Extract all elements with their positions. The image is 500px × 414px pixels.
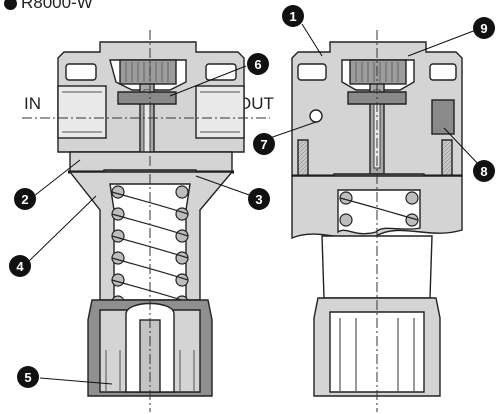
right-gauge-port-right [431, 99, 455, 135]
left-adjust-cap [119, 59, 177, 85]
left-section-view [57, 41, 245, 301]
center-lines [22, 30, 378, 412]
model-name: R8000-W [21, 0, 93, 12]
right-spring [339, 191, 419, 227]
callout-number: 9 [480, 21, 487, 36]
left-outlet-bore [195, 85, 245, 139]
inlet-label: IN [24, 94, 41, 113]
callout-number: 8 [480, 164, 487, 179]
left-diaphragm-chamber [69, 151, 233, 173]
callout-8: 8 [473, 160, 495, 182]
callout-3: 3 [248, 188, 270, 210]
left-valve-seat [117, 91, 177, 105]
callout-9: 9 [473, 17, 495, 39]
outlet-label: OUT [238, 94, 274, 113]
callout-number: 4 [16, 259, 24, 274]
right-adjust-cap [349, 59, 407, 85]
callout-number: 1 [289, 9, 296, 24]
callout-number: 2 [21, 192, 28, 207]
callout-5: 5 [17, 366, 39, 388]
callout-number: 3 [255, 192, 262, 207]
title-bullet-icon [4, 0, 17, 10]
callout-6: 6 [247, 53, 269, 75]
callout-number: 6 [254, 57, 261, 72]
callout-7: 7 [253, 133, 275, 155]
left-inlet-bore [57, 85, 107, 139]
callout-number: 5 [24, 370, 31, 385]
callout-2: 2 [14, 188, 36, 210]
callout-4: 4 [9, 255, 31, 277]
diagram-title: R8000-W [4, 0, 93, 13]
right-lower-body [313, 235, 441, 397]
leader-lines [27, 23, 481, 385]
callout-1: 1 [282, 5, 304, 27]
callout-number: 7 [260, 137, 267, 152]
right-gauge-port-left [309, 109, 323, 123]
